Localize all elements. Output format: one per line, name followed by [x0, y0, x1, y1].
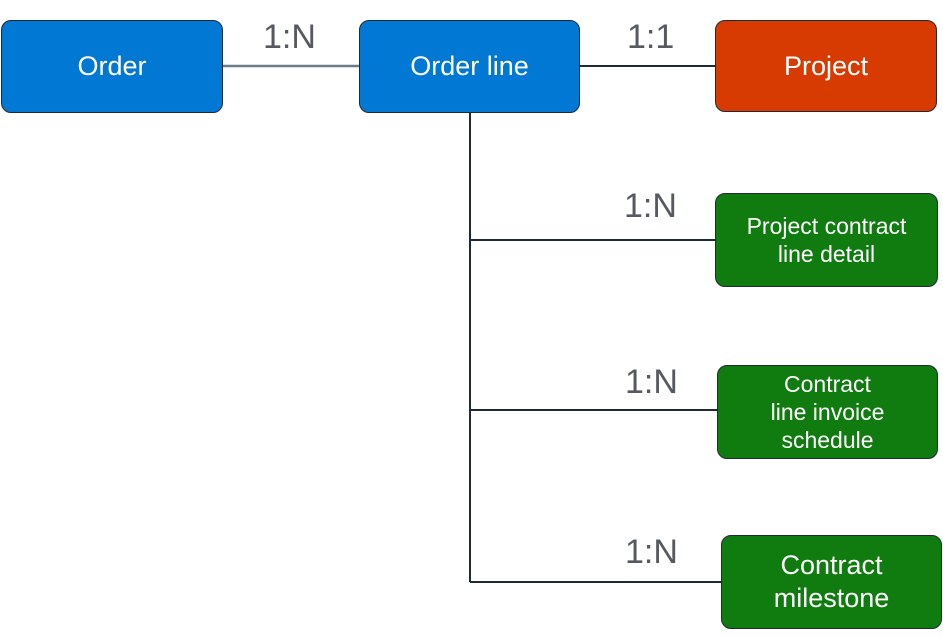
label-order-line-to-contract-milestone: 1:N [625, 533, 678, 571]
node-project-contract-line-detail: Project contract line detail [715, 193, 938, 287]
node-order-line: Order line [359, 20, 580, 113]
node-order: Order [1, 20, 223, 113]
label-order-line-to-contract-line-invoice-schedule: 1:N [625, 363, 678, 401]
node-contract-milestone: Contract milestone [721, 535, 942, 629]
label-order-to-order-line: 1:N [263, 18, 316, 56]
node-contract-line-invoice-schedule: Contract line invoice schedule [717, 365, 938, 459]
node-project: Project [715, 20, 937, 112]
label-order-line-to-project: 1:1 [627, 18, 675, 56]
label-order-line-to-project-contract-line-detail: 1:N [624, 187, 677, 225]
